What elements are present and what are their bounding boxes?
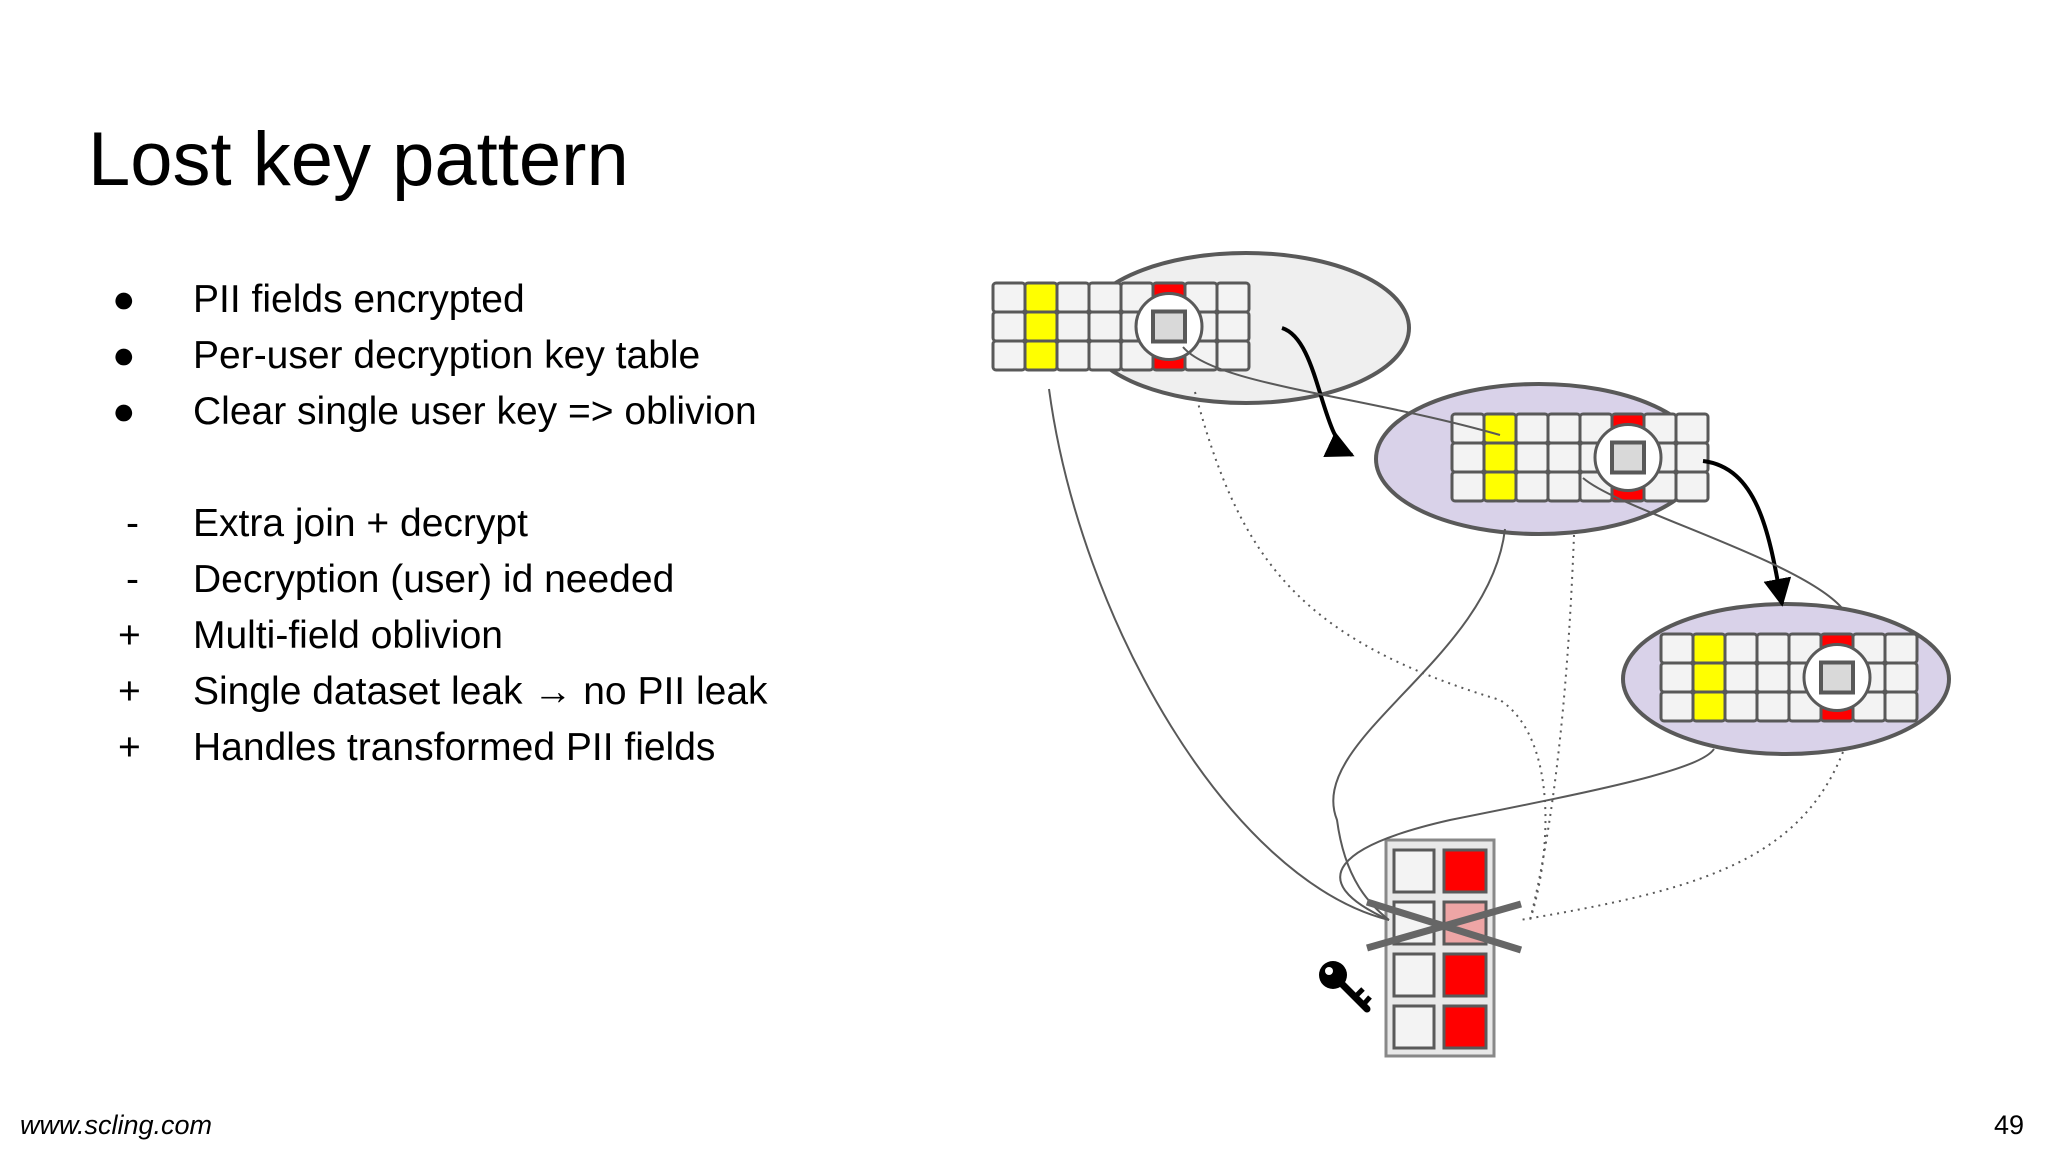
table-cell [1691, 661, 1727, 694]
table-cell [1883, 661, 1919, 694]
footer-url: www.scling.com [20, 1110, 213, 1140]
dataset-3 [1621, 602, 1951, 756]
decrypted-field [1151, 309, 1187, 344]
join-line [1339, 748, 1715, 921]
table-cell [1691, 632, 1727, 665]
bullet-marker: ● [112, 278, 136, 321]
key-id-cell [1392, 1004, 1436, 1050]
key-lookup-line [1519, 751, 1844, 921]
table-cell [1215, 281, 1251, 314]
table-cell [1755, 661, 1791, 694]
table-cell [1450, 441, 1486, 474]
bullet-marker: + [118, 726, 141, 769]
key-table [1384, 838, 1496, 1058]
join-line [1582, 477, 1843, 609]
flow-arrow [1281, 326, 1355, 457]
decrypted-field [1819, 660, 1855, 695]
table-cell [1087, 281, 1123, 314]
table-cell [1023, 281, 1059, 314]
table-cell [1691, 690, 1727, 723]
overlay-layer [1319, 898, 1523, 1013]
table-cell [1674, 412, 1710, 445]
bullet-text: Per-user decryption key table [193, 334, 701, 377]
table-cell [1482, 441, 1518, 474]
table-cell [1883, 632, 1919, 665]
bullet-text: PII fields encrypted [193, 278, 525, 321]
table-cell [1055, 310, 1091, 343]
table-cell [1023, 310, 1059, 343]
join-line [1332, 528, 1506, 921]
table-cell [1546, 470, 1582, 503]
dataset-2 [1374, 382, 1710, 536]
table-cell [1055, 281, 1091, 314]
cross-out-mark [1365, 898, 1523, 954]
key-icon [1319, 961, 1372, 1013]
bullet-text: Multi-field oblivion [193, 614, 503, 657]
table-cell [1723, 661, 1759, 694]
table-cell [1482, 470, 1518, 503]
key-bow-hole [1325, 967, 1333, 975]
table-cell [1055, 339, 1091, 372]
bullet-marker: ● [112, 390, 136, 433]
table-cell [1659, 690, 1695, 723]
table-cell [991, 339, 1027, 372]
table-cell [1087, 310, 1123, 343]
key-tooth [1361, 995, 1372, 1007]
bullet-marker: + [118, 670, 141, 713]
key-id-cell [1392, 952, 1436, 998]
table-cell [1215, 310, 1251, 343]
table-cell [1514, 412, 1550, 445]
key-value-cell [1442, 848, 1488, 894]
table-cell [1023, 339, 1059, 372]
slide-title: Lost key pattern [88, 117, 629, 202]
bullet-marker: + [118, 614, 141, 657]
table-cell [1674, 470, 1710, 503]
datasets-layer [991, 251, 1951, 756]
table-cell [1215, 339, 1251, 372]
key-tooth [1353, 987, 1365, 999]
table-cell [991, 281, 1027, 314]
key-value-cell [1442, 952, 1488, 998]
table-cell [1087, 339, 1123, 372]
table-cell [1482, 412, 1518, 445]
key-table-layer [1384, 838, 1496, 1058]
flow-arrow [1702, 459, 1792, 607]
table-cell [1755, 632, 1791, 665]
join-line [1182, 346, 1501, 436]
table-cell [1883, 690, 1919, 723]
links-layer [1048, 326, 1844, 921]
bullet-marker: ● [112, 334, 136, 377]
table-cell [1514, 441, 1550, 474]
table-cell [1674, 441, 1710, 474]
bullet-text: Extra join + decrypt [193, 502, 528, 545]
table-cell [1659, 632, 1695, 665]
table-cell [1546, 412, 1582, 445]
dataset-1 [991, 251, 1411, 405]
table-cell [1514, 470, 1550, 503]
bullet-marker: - [126, 502, 139, 545]
cross-out-stroke [1366, 900, 1522, 952]
bullet-text: Handles transformed PII fields [193, 726, 716, 769]
join-line [1048, 388, 1390, 921]
table-cell [1546, 441, 1582, 474]
bullet-text: Decryption (user) id needed [193, 558, 675, 601]
table-cell [991, 310, 1027, 343]
key-id-cell [1392, 848, 1436, 894]
bullet-marker: - [126, 558, 139, 601]
key-lookup-line [1529, 534, 1575, 921]
table-cell [1659, 661, 1695, 694]
key-lookup-line [1194, 391, 1547, 921]
decrypted-field [1610, 440, 1646, 475]
bullet-text: Clear single user key => oblivion [193, 390, 757, 433]
page-number: 49 [1993, 1110, 2024, 1140]
table-cell [1755, 690, 1791, 723]
key-value-cell [1442, 1004, 1488, 1050]
bullet-text: Single dataset leak → no PII leak [193, 670, 768, 713]
table-cell [1723, 632, 1759, 665]
table-cell [1450, 470, 1486, 503]
table-cell [1723, 690, 1759, 723]
